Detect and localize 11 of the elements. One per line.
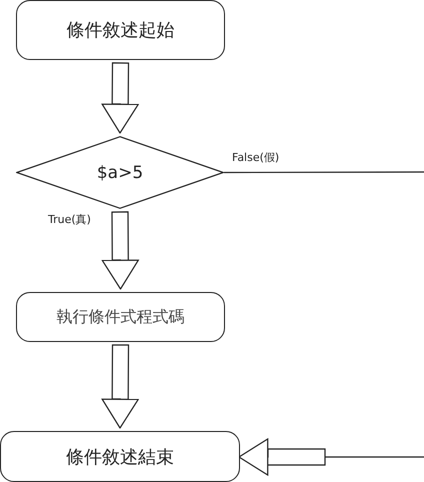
arrow: [102, 62, 139, 134]
edge-label: False(假): [232, 151, 280, 164]
arrow: [102, 344, 139, 429]
decision-diamond: $a>5: [16, 136, 224, 209]
edge-label: True(真): [48, 213, 91, 226]
process-box: 執行條件式程式碼: [16, 292, 225, 342]
arrow: [102, 211, 139, 290]
arrow: [238, 438, 424, 476]
connector-line: [224, 171, 424, 174]
start-box: 條件敘述起始: [16, 0, 225, 60]
end-box: 條件敘述結束: [0, 431, 240, 482]
